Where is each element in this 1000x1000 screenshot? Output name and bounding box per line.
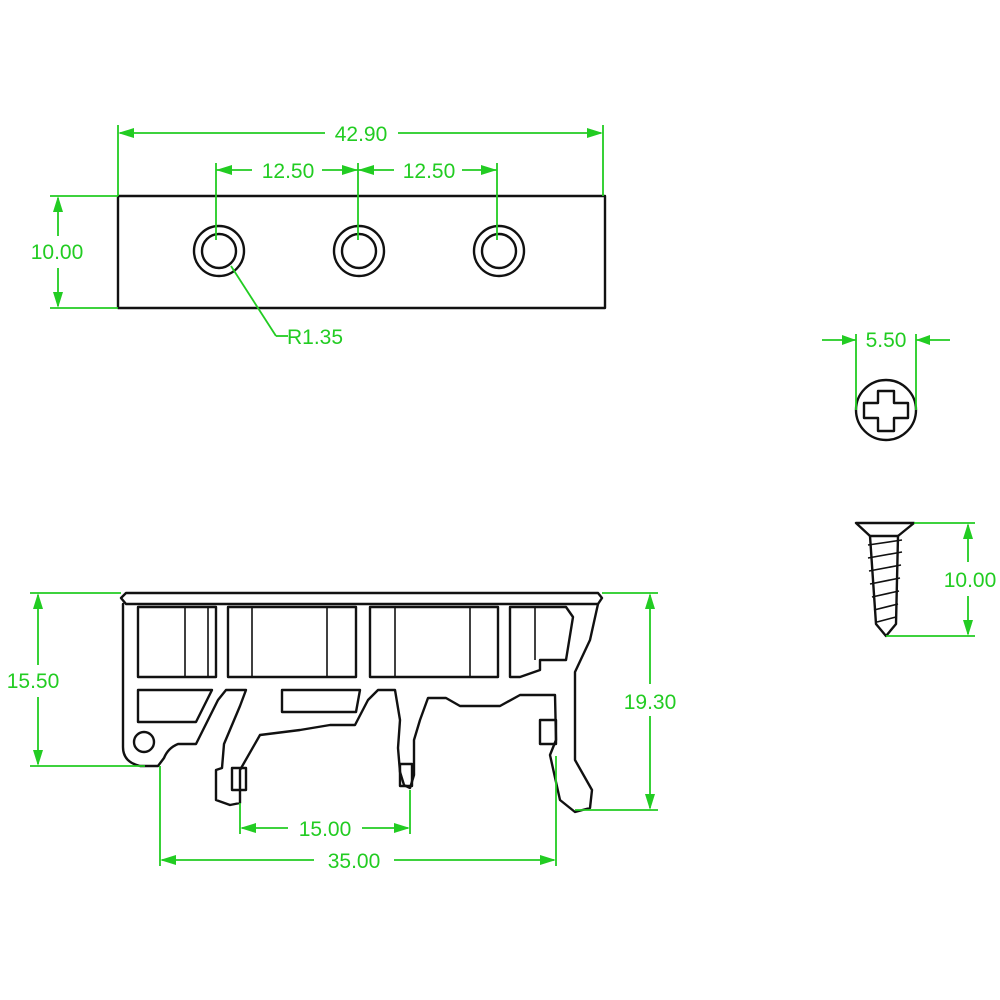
side-view: 15.50 19.30 15.00: [7, 591, 677, 873]
dimension-label-side-right-height: 19.30: [624, 691, 677, 714]
dimension-side-rail-span: 35.00: [159, 756, 557, 873]
dimension-top-view-height: 10.00: [31, 195, 118, 309]
dimension-label-top-view-height: 10.00: [31, 241, 84, 264]
screw-shank: [868, 534, 900, 638]
side-view-ribs: [136, 605, 575, 679]
dimension-screw-head-diameter: 5.50: [822, 329, 950, 410]
mounting-hole-left: [192, 224, 246, 278]
dimension-label-overall-width: 42.90: [335, 123, 388, 146]
dimension-hole-spacing: 12.50 12.50: [215, 160, 498, 240]
screw-countersunk-head: [854, 521, 916, 538]
side-view-pivot-hole: [132, 730, 156, 754]
dimension-side-right-height: 19.30: [575, 592, 677, 811]
top-view-body: [116, 194, 607, 310]
phillips-cross-icon: [862, 389, 910, 433]
dimension-label-hole-radius: R1.35: [287, 326, 343, 349]
side-view-body-profile: [121, 602, 600, 814]
mounting-hole-center: [332, 224, 386, 278]
dimension-label-screw-length: 10.00: [944, 569, 997, 592]
side-view-hook-left: [230, 766, 248, 792]
dimension-side-inner-span: 15.00: [239, 790, 411, 841]
dimension-label-side-inner-span: 15.00: [299, 818, 352, 841]
dimension-overall-width: 42.90: [117, 123, 604, 196]
screw-head-view: 5.50: [822, 329, 950, 442]
dimension-label-side-left-height: 15.50: [7, 670, 60, 693]
dimension-label-hole-spacing-right: 12.50: [403, 160, 456, 183]
screw-side-view: 10.00: [854, 521, 997, 638]
dimension-label-side-rail-span: 35.00: [328, 850, 381, 873]
dimension-screw-length: 10.00: [886, 522, 997, 637]
side-view-hook-center: [398, 762, 414, 788]
screw-thread: [867, 539, 903, 623]
dimension-side-left-height: 15.50: [7, 592, 145, 767]
side-view-top-plate: [119, 591, 604, 606]
side-view-latch-right: [538, 718, 558, 746]
side-view-slot-left: [136, 688, 214, 724]
side-view-slot-center: [280, 688, 362, 714]
dimension-label-screw-head-diameter: 5.50: [866, 329, 907, 352]
mounting-hole-right: [472, 224, 526, 278]
dimension-label-hole-spacing-left: 12.50: [262, 160, 315, 183]
dimension-hole-radius: R1.35: [230, 265, 343, 349]
top-view: 42.90 12.50 12.50 10.00: [31, 123, 607, 349]
